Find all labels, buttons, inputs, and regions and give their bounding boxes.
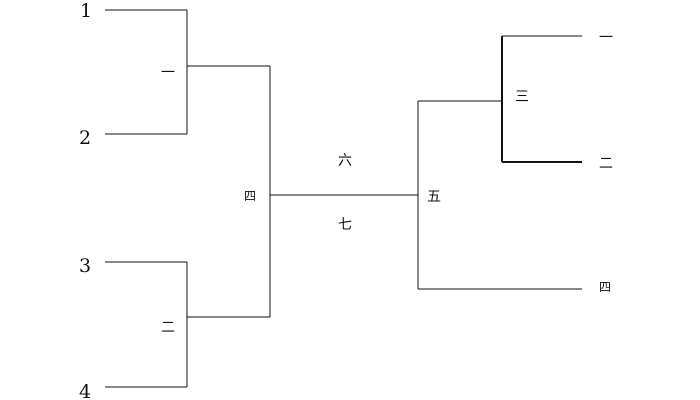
center-lower-label: 七 (338, 217, 352, 233)
right-entry-label-3: 四 (599, 280, 611, 294)
right-entry-label-2: 二 (599, 156, 613, 172)
left-final-label: 四 (244, 189, 256, 203)
right-upper-match-label: 三 (515, 89, 529, 105)
right-root-label: 五 (427, 189, 441, 205)
center-upper-label: 六 (338, 153, 352, 169)
right-bracket (417, 35, 582, 290)
seed-label-3: 3 (79, 255, 91, 277)
seed-label-4: 4 (79, 381, 91, 400)
match-label-2: 二 (161, 320, 175, 336)
seed-label-1: 1 (80, 0, 92, 22)
seed-label-2: 2 (79, 127, 91, 149)
right-entry-label-1: 一 (599, 30, 613, 46)
match-label-1: 一 (161, 65, 175, 81)
left-bracket (105, 9, 271, 388)
